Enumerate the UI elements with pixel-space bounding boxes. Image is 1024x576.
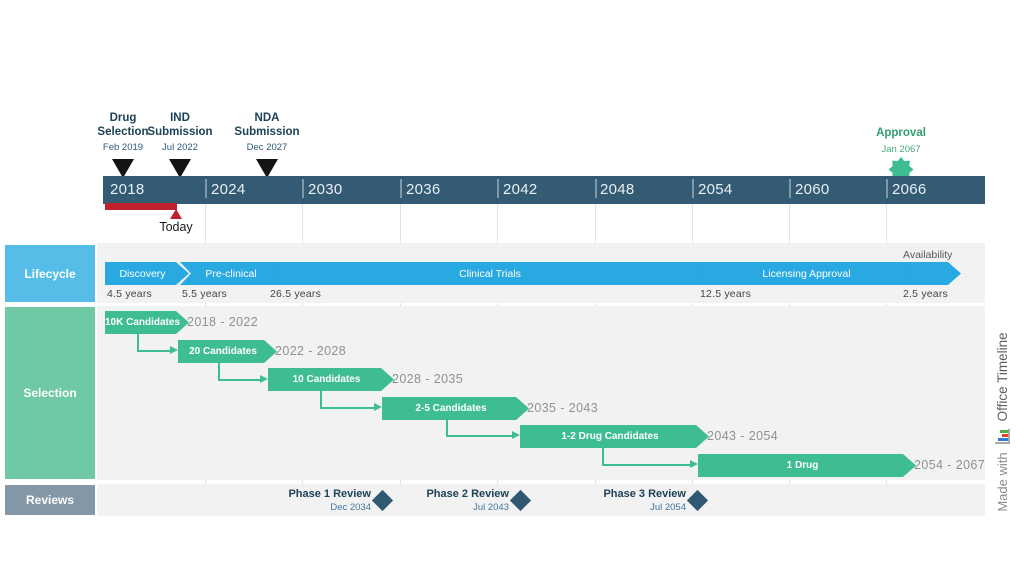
duration-label: 5.5 years: [182, 288, 227, 300]
milestone-label: Approval: [876, 127, 926, 139]
connector-line: [218, 379, 261, 381]
duration-label: 2.5 years: [903, 288, 948, 300]
milestone-label: Submission: [147, 125, 213, 138]
axis-year: 2036: [406, 181, 441, 198]
connector-line: [320, 391, 322, 408]
milestone-date: Dec 2027: [246, 142, 288, 153]
lane-reviews-background: [97, 484, 985, 516]
milestone-label: Selection: [97, 125, 149, 138]
product-name-text: Office Timeline: [994, 332, 1010, 422]
review-phase-2: Phase 2 Review Jul 2043: [426, 488, 509, 513]
today-label: Today: [159, 220, 193, 234]
milestone-date: Jul 2022: [162, 142, 198, 153]
milestone-label: NDA: [254, 112, 280, 124]
connector-arrow-icon: [260, 375, 268, 383]
axis-year: 2060: [795, 181, 830, 198]
task-bar-2-5-candidates: 2-5 Candidates: [382, 397, 529, 420]
duration-label: 12.5 years: [700, 288, 752, 300]
date-range-label: 2054 - 2067: [914, 458, 986, 472]
axis-tick: [886, 179, 888, 198]
today-elapsed-bar: [105, 203, 177, 210]
task-bar-availability: [901, 262, 961, 285]
axis-year: 2066: [892, 181, 927, 198]
triangle-down-marker-icon: [169, 159, 191, 178]
connector-line: [446, 435, 513, 437]
made-with-text: Made with: [994, 452, 1010, 512]
office-timeline-logo-icon: [994, 429, 1010, 445]
connector-arrow-icon: [170, 346, 178, 354]
date-range-label: 2035 - 2043: [527, 401, 599, 415]
axis-year: 2018: [110, 181, 145, 198]
task-bar-1-drug: 1 Drug: [698, 454, 916, 477]
lane-header-reviews: Reviews: [5, 485, 95, 515]
connector-line: [602, 448, 604, 465]
connector-line: [446, 420, 448, 436]
connector-line: [137, 350, 171, 352]
milestone-date: Feb 2019: [102, 142, 144, 153]
milestone-label: Drug: [109, 112, 137, 124]
today-triangle-icon: [170, 209, 182, 219]
lane-header-label: Lifecycle: [24, 266, 76, 281]
axis-year: 2042: [503, 181, 538, 198]
triangle-down-marker-icon: [112, 159, 134, 178]
task-bar-10k-candidates: 10K Candidates: [105, 311, 189, 334]
axis-tick: [595, 179, 597, 198]
connector-line: [320, 407, 375, 409]
duration-label: 4.5 years: [107, 288, 152, 300]
duration-label: 26.5 years: [270, 288, 322, 300]
milestone-date: Jan 2067: [881, 143, 921, 155]
connector-arrow-icon: [690, 460, 698, 468]
lane-header-label: Selection: [23, 386, 77, 400]
review-label: Phase 1 Review: [288, 488, 371, 500]
triangle-down-marker-icon: [256, 159, 278, 178]
task-bar-licensing-approval: Licensing Approval: [698, 262, 917, 285]
date-range-label: 2043 - 2054: [707, 429, 779, 443]
made-with-office-timeline-watermark: Made with Office Timeline: [990, 322, 1014, 522]
task-bar-pre-clinical: Pre-clinical: [180, 262, 284, 285]
review-date: Jul 2043: [473, 502, 509, 513]
axis-tick: [789, 179, 791, 198]
axis-tick: [692, 179, 694, 198]
connector-arrow-icon: [512, 431, 520, 439]
timeline-axis: [103, 176, 985, 204]
task-bar-1-2-drug-candidates: 1-2 Drug Candidates: [520, 425, 709, 448]
axis-tick: [497, 179, 499, 198]
axis-year: 2054: [698, 181, 733, 198]
milestone-nda-submission: NDA Submission Dec 2027: [234, 112, 299, 153]
axis-tick: [302, 179, 304, 198]
date-range-label: 2022 - 2028: [275, 344, 347, 358]
lane-header-label: Reviews: [25, 493, 75, 507]
lane-header-selection: Selection: [5, 307, 95, 479]
axis-tick: [205, 179, 207, 198]
task-bar-20-candidates: 20 Candidates: [178, 340, 277, 363]
review-label: Phase 2 Review: [426, 488, 509, 500]
task-bar-10-candidates: 10 Candidates: [268, 368, 394, 391]
connector-line: [602, 464, 691, 466]
milestone-ind-submission: IND Submission Jul 2022: [147, 112, 212, 153]
milestone-label: IND: [170, 112, 190, 124]
connector-arrow-icon: [374, 403, 382, 411]
review-label: Phase 3 Review: [603, 488, 686, 500]
review-date: Dec 2034: [330, 502, 371, 513]
review-phase-3: Phase 3 Review Jul 2054: [603, 488, 686, 513]
task-bar-discovery: Discovery: [105, 262, 189, 285]
lane-header-lifecycle: Lifecycle: [5, 245, 95, 302]
axis-tick: [400, 179, 402, 198]
connector-line: [137, 334, 139, 351]
axis-year: 2030: [308, 181, 343, 198]
milestone-drug-selection: Drug Selection Feb 2019: [97, 112, 148, 153]
date-range-label: 2028 - 2035: [392, 372, 464, 386]
connector-line: [218, 363, 220, 380]
task-label-availability: Availability: [903, 249, 953, 261]
milestone-approval: Approval Jan 2067: [876, 127, 926, 155]
axis-year: 2024: [211, 181, 246, 198]
lane-selection-background: [97, 306, 985, 480]
review-phase-1: Phase 1 Review Dec 2034: [288, 488, 371, 513]
date-range-label: 2018 - 2022: [187, 315, 259, 329]
axis-year: 2048: [600, 181, 635, 198]
task-bar-clinical-trials: Clinical Trials: [268, 262, 714, 285]
milestone-label: Submission: [234, 125, 300, 138]
review-date: Jul 2054: [650, 502, 686, 513]
